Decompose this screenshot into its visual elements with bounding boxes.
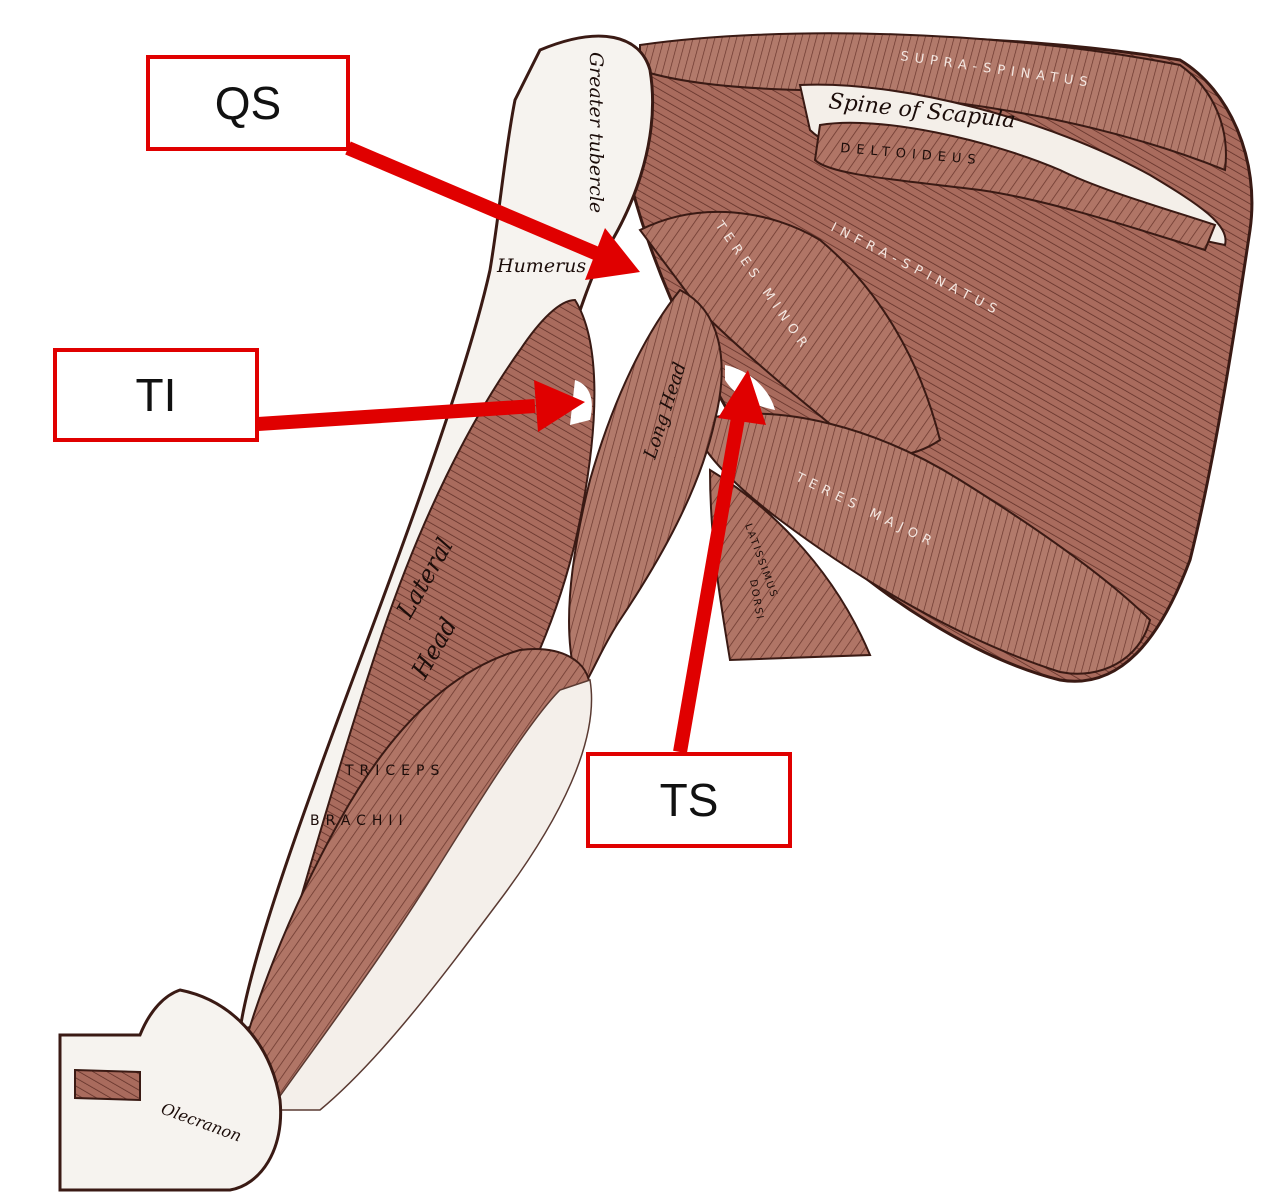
callout-qs: QS bbox=[146, 55, 350, 151]
deltoideus-muscle bbox=[813, 121, 1217, 252]
teres-minor-muscle bbox=[638, 210, 942, 456]
ti-arrow bbox=[257, 380, 585, 432]
callout-qs-label: QS bbox=[214, 77, 282, 129]
triceps-long-head-muscle bbox=[568, 288, 723, 692]
callout-ti: TI bbox=[53, 348, 259, 442]
qs-arrow bbox=[345, 141, 640, 280]
humerus-label: Humerus bbox=[496, 255, 586, 277]
brachii-label: BRACHII bbox=[310, 813, 409, 829]
callout-ts: TS bbox=[586, 752, 792, 848]
triceps-label: TRICEPS bbox=[344, 763, 445, 779]
callout-ts-label: TS bbox=[659, 774, 719, 826]
greater-tubercle-label: Greater tubercle bbox=[585, 52, 607, 213]
ts-arrow bbox=[673, 370, 766, 754]
supraspinatus-muscle bbox=[639, 32, 1227, 172]
callout-ti-label: TI bbox=[135, 369, 177, 421]
forearm-muscle-stub bbox=[74, 1068, 141, 1102]
olecranon-bone bbox=[58, 988, 283, 1192]
teres-major-muscle bbox=[699, 412, 1152, 675]
